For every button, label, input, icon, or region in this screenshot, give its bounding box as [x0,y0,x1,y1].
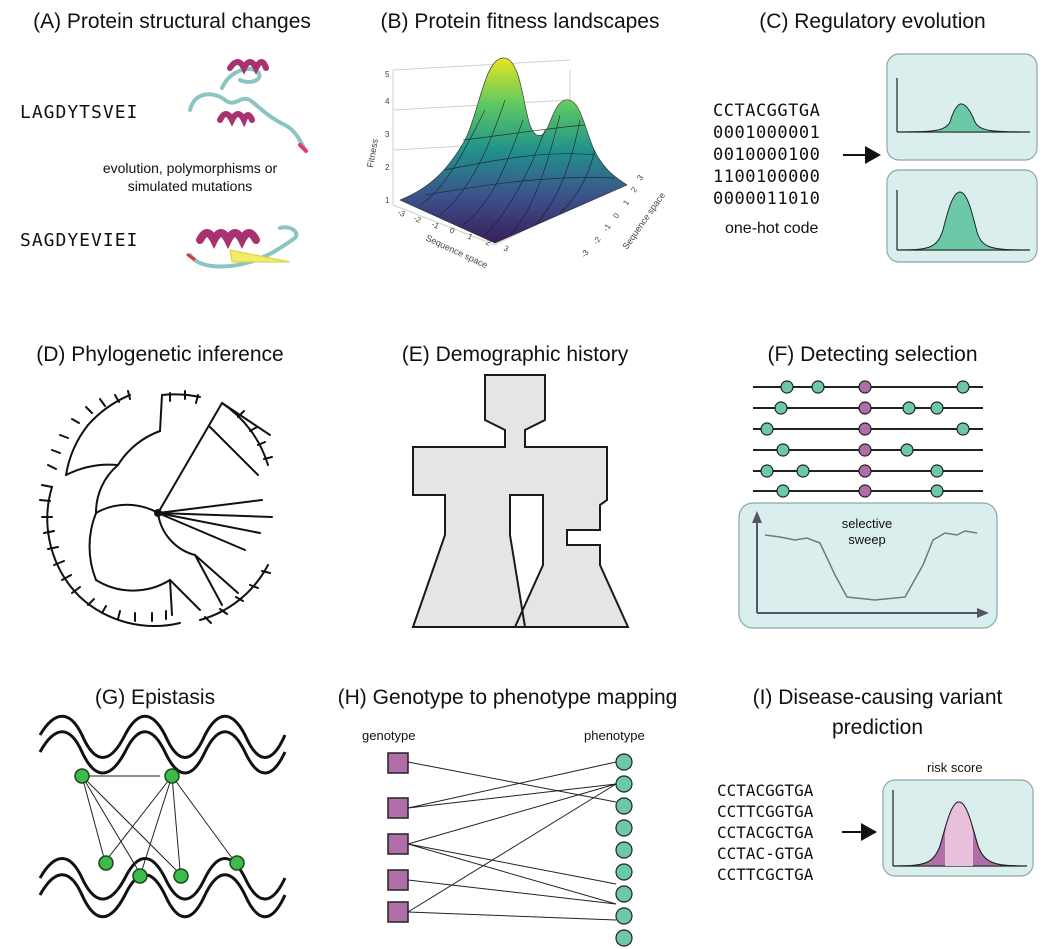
svg-text:-3: -3 [396,208,407,219]
panel-d: (D) Phylogenetic inference [0,335,345,640]
svg-text:-1: -1 [601,222,613,233]
one-hot-caption: one-hot code [725,220,819,237]
one-hot-block: CCTACGGTGA 0001000001 0010000100 1100100… [713,100,820,210]
dna-strands [38,714,287,918]
landscape-y-label: Sequence space [620,190,667,251]
mapping-edges [407,761,617,921]
panel-e: (E) Demographic history [345,335,695,640]
gene-nodes [74,768,245,884]
landscape-x-ticks: -3 -2 -1 0 1 2 3 [396,208,510,254]
genotype-phenotype-map [387,752,633,947]
sweep-label-line1: selective [842,516,893,531]
selection-haplotype-diagram: selective sweep [738,380,998,629]
svg-text:0: 0 [448,226,456,236]
variant-row: CCTACGGTGA [717,781,814,800]
one-hot-row: 1100100000 [713,167,821,187]
svg-text:1: 1 [466,232,474,242]
svg-text:2: 2 [484,238,492,248]
mutation-caption-line1: evolution, polymorphisms or [102,160,278,176]
expression-distribution-top [896,78,1031,133]
svg-text:3: 3 [502,244,510,254]
sweep-box [738,502,998,629]
variant-row: CCTAC-GTGA [717,844,814,863]
svg-text:3: 3 [385,130,390,139]
demographic-history-diagram [411,374,630,628]
panel-g-title: (G) Epistasis [94,686,216,709]
variant-row: CCTTCGCTGA [717,865,814,884]
panel-h: (H) Genotype to phenotype mapping genoty… [310,680,705,949]
protein-sequence-top: LAGDYTSVEI [20,102,139,123]
panel-a: (A) Protein structural changes LAGDYTSVE… [0,0,345,290]
svg-text:-2: -2 [412,214,423,225]
svg-text:-2: -2 [591,235,603,246]
svg-text:1: 1 [621,198,631,207]
svg-text:0: 0 [611,211,621,220]
landscape-z-ticks: 1 2 3 4 5 [385,70,390,205]
svg-text:-1: -1 [430,220,441,231]
panel-f: (F) Detecting selection [695,335,1050,640]
sweep-curve [764,530,978,601]
panel-f-title: (F) Detecting selection [767,343,978,366]
landscape-z-label: Fitness [365,138,380,169]
protein-structures [186,59,308,269]
one-hot-row: 0001000001 [713,123,821,143]
risk-distribution-inner [945,802,973,866]
fitness-landscape-surface: 1 2 3 4 5 Fitness -3 -2 -1 0 1 2 3 Seque… [365,57,667,270]
snp-markers [760,380,970,498]
panel-g: (G) Epistasis [0,680,310,949]
svg-text:2: 2 [385,163,390,172]
phenotype-nodes [615,753,633,947]
landscape-surface-fill [399,57,628,244]
variant-sequences: CCTACGGTGA CCTTCGGTGA CCTACGCTGA CCTAC-G… [717,780,813,885]
variant-row: CCTTCGGTGA [717,802,814,821]
one-hot-row: 0010000100 [713,145,821,165]
landscape-y-ticks: -3 -2 -1 0 1 2 3 [579,173,645,259]
one-hot-row: 0000011010 [713,189,821,209]
sweep-axes [752,511,989,618]
svg-text:-3: -3 [579,248,591,259]
panel-a-title: (A) Protein structural changes [33,10,311,33]
panel-c-title: (C) Regulatory evolution [759,10,986,33]
arrow-right-icon [842,823,877,841]
expression-distribution-bottom [896,190,1031,251]
protein-sequence-bottom: SAGDYEVIEI [20,230,139,251]
panel-b-title: (B) Protein fitness landscapes [380,10,660,33]
panel-i: (I) Disease-causing variant prediction C… [705,680,1050,949]
landscape-mesh [419,99,616,236]
arrow-right-icon [843,146,881,164]
svg-text:3: 3 [635,173,645,182]
panel-c: (C) Regulatory evolution CCTACGGTGA 0001… [695,0,1050,290]
mutation-caption-line2: simulated mutations [127,178,253,194]
one-hot-row: CCTACGGTGA [713,101,821,121]
sweep-label-line2: sweep [848,532,886,547]
population-shape [411,374,630,628]
svg-text:2: 2 [629,185,639,194]
epistasis-diagram [38,714,287,918]
panel-i-title-line2: prediction [831,716,924,739]
protein-structure-bottom [186,225,299,269]
panel-d-title: (D) Phylogenetic inference [36,343,284,366]
svg-text:4: 4 [385,97,390,106]
panel-b: (B) Protein fitness landscapes [345,0,695,290]
risk-score-panel [842,779,1034,877]
svg-text:1: 1 [385,196,390,205]
variant-row: CCTACGCTGA [717,823,814,842]
risk-score-label: risk score [927,760,983,775]
protein-structure-top [188,59,308,153]
panel-e-title: (E) Demographic history [401,343,629,366]
panel-i-title-line1: (I) Disease-causing variant [752,686,1003,709]
panel-h-title: (H) Genotype to phenotype mapping [337,686,678,709]
svg-text:5: 5 [385,70,390,79]
phylogenetic-tree [39,390,273,628]
interaction-arrows [81,775,233,871]
regulatory-output-panels [843,53,1038,263]
genotype-label: genotype [362,728,416,743]
genotype-nodes [387,752,409,923]
phenotype-label: phenotype [584,728,645,743]
